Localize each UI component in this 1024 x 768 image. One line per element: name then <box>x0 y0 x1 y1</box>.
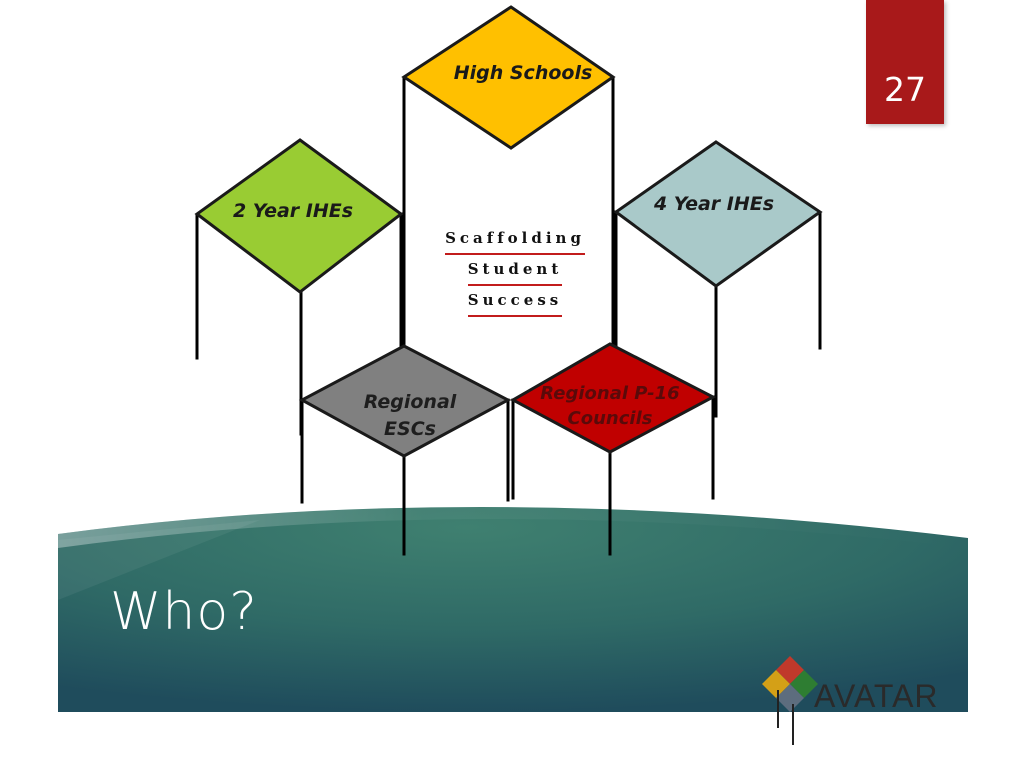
four-year-ihes-label: 4 Year IHEs <box>653 193 775 215</box>
slide-title: Who? <box>110 582 258 642</box>
regional-p16-label: Regional P-16 Councils <box>540 383 680 430</box>
logo-text: AVATAR <box>814 678 939 714</box>
two-year-ihes-label: 2 Year IHEs <box>232 200 354 222</box>
center-text: Scaffolding Student Success <box>410 224 620 317</box>
title-band-highlight <box>58 506 968 548</box>
structure-legs <box>195 76 822 556</box>
four-year-ihes-diamond <box>613 140 823 288</box>
high-schools-label: High Schools <box>453 62 593 84</box>
regional-escs-label: Regional ESCs <box>363 391 457 440</box>
regional-p16-diamond <box>509 342 717 454</box>
two-year-ihes-diamond <box>194 138 404 294</box>
band-light-streak <box>58 520 260 600</box>
slide-number: 27 <box>884 70 926 109</box>
regional-escs-diamond <box>298 344 512 458</box>
avatar-logo-icon <box>762 656 818 745</box>
center-text-line: Student <box>467 255 563 286</box>
slide-number-tab: 27 <box>866 0 944 124</box>
high-schools-diamond <box>401 5 616 150</box>
center-text-line: Scaffolding <box>445 224 585 255</box>
center-text-line: Success <box>467 286 563 317</box>
title-band <box>58 506 968 712</box>
